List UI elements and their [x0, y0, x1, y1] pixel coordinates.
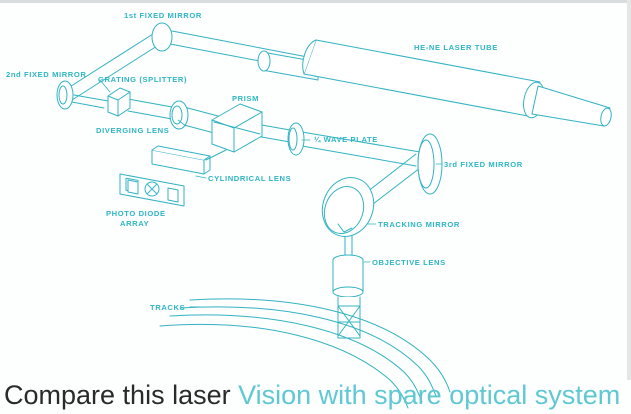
label-diverging-lens: DIVERGING LENS [96, 126, 169, 135]
label-photo-diode: PHOTO DIODE [106, 209, 166, 218]
caption-part1: Compare this laser [4, 380, 239, 410]
label-photo-diode-array: ARRAY [120, 219, 149, 228]
label-laser-tube: HE-NE LASER TUBE [414, 43, 498, 52]
prism [211, 103, 263, 153]
diverging-lens [169, 100, 189, 130]
label-second-mirror: 2nd FIXED MIRROR [6, 70, 86, 79]
cylindrical-lens [151, 145, 227, 175]
caption-part2: Vision with spare optical system at [238, 380, 627, 410]
side-rule [627, 0, 631, 380]
disc-tracks [159, 298, 451, 409]
laser-tube [257, 39, 612, 127]
photo-diode-array [119, 173, 185, 207]
label-tracks: TRACKS [150, 303, 185, 312]
label-tracking-mirror: TRACKING MIRROR [378, 220, 460, 229]
top-rule [0, 0, 631, 3]
label-third-mirror: 3rd FIXED MIRROR [444, 160, 523, 169]
label-leaders [99, 79, 443, 263]
caption: Compare this laser Vision with spare opt… [4, 376, 627, 414]
label-cylindrical-lens: CYLINDRICAL LENS [208, 174, 291, 183]
label-grating: GRATING (SPLITTER) [98, 75, 187, 84]
second-fixed-mirror [56, 80, 74, 110]
first-fixed-mirror [151, 22, 173, 52]
tracking-mirror [321, 177, 375, 237]
grating [107, 87, 131, 117]
label-wave-plate: ¼ WAVE PLATE [314, 135, 378, 144]
label-first-mirror: 1st FIXED MIRROR [124, 11, 202, 20]
label-prism: PRISM [232, 94, 259, 103]
quarter-wave-plate [287, 122, 305, 156]
label-objective-lens: OBJECTIVE LENS [372, 258, 446, 267]
diagram-labels: 1st FIXED MIRROR 2nd FIXED MIRROR HE-NE … [6, 11, 523, 312]
